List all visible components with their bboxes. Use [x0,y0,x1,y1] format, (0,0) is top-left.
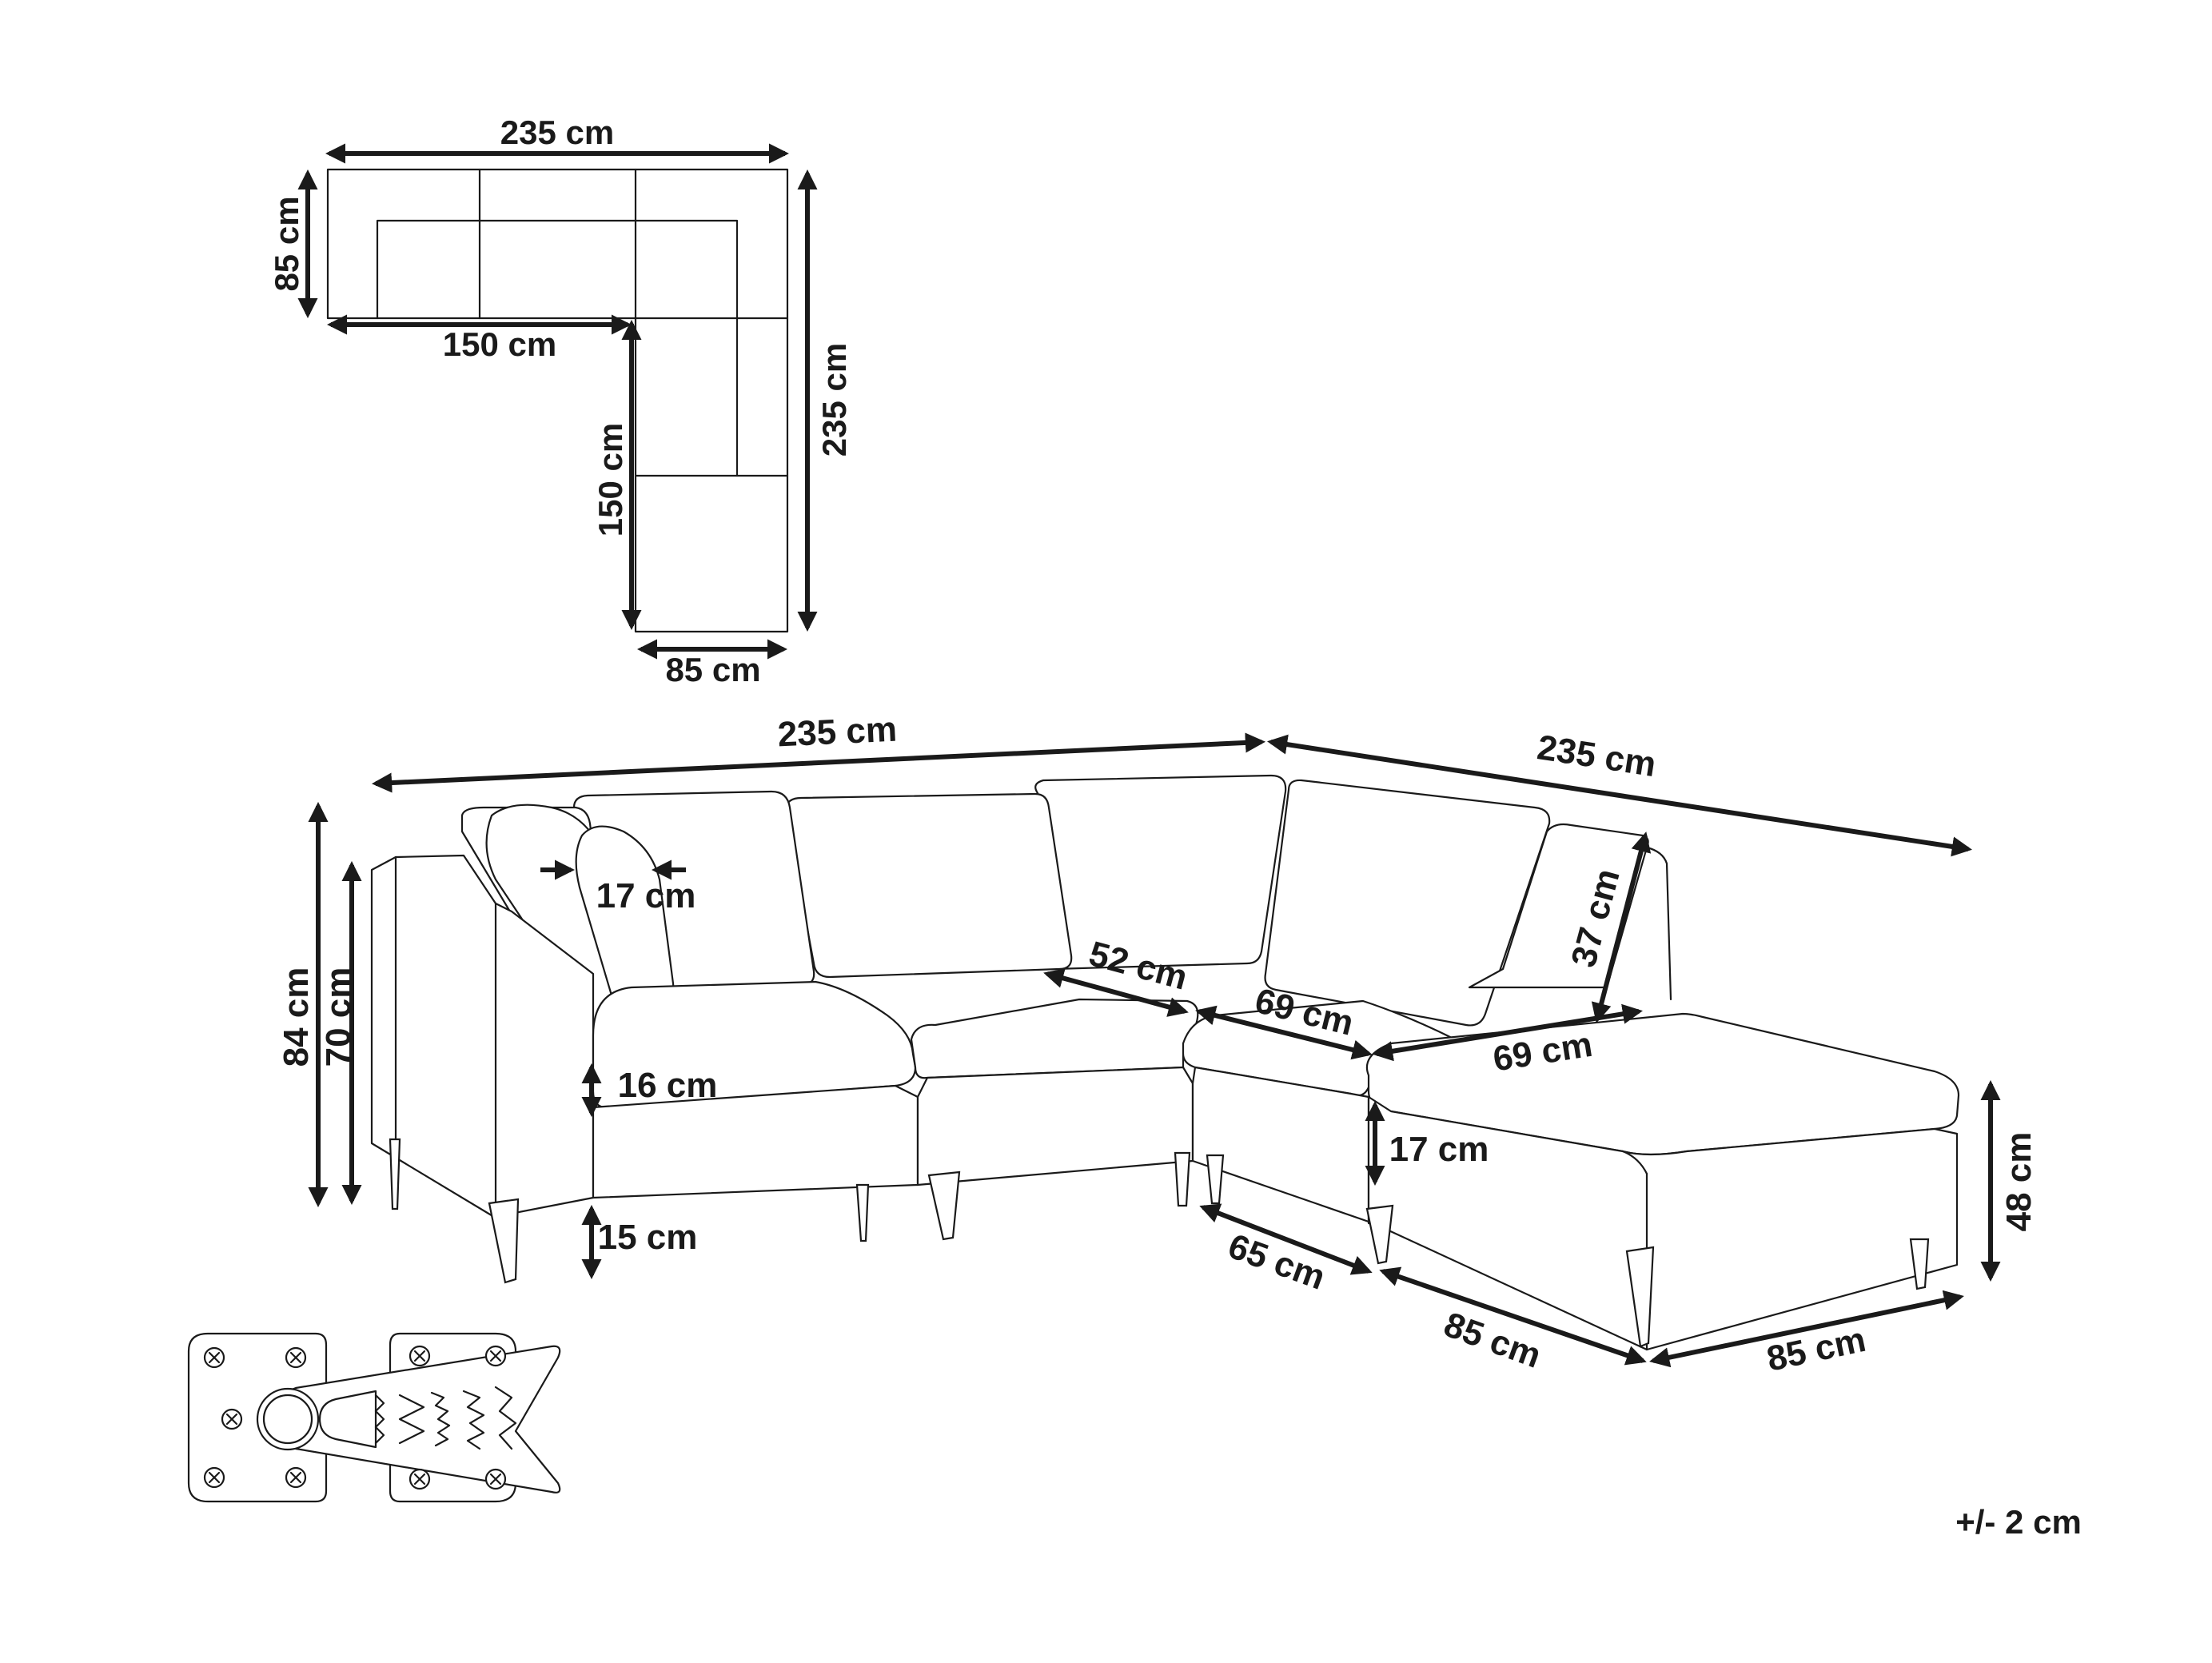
sofa-leg [389,1138,401,1210]
top-view-labels: 235 cm 85 cm 150 cm 235 cm 150 cm 85 cm [268,114,853,688]
sofa-leg [488,1198,520,1284]
connector-bracket-detail [187,1332,561,1503]
screw-icon [203,1345,507,1490]
ottoman-height-label: 48 cm [1999,1132,2039,1232]
sofa-leg [1206,1154,1225,1205]
total-right-label: 235 cm [1535,728,1659,784]
top-depth-bottom-label: 85 cm [665,651,760,688]
sofa-leg [927,1170,961,1241]
top-height-right-label: 235 cm [815,343,853,457]
arm-height-label: 70 cm [319,967,358,1067]
seat-thickness-label: 16 cm [618,1066,718,1105]
sofa-leg [1174,1151,1191,1207]
top-inner-length-label: 150 cm [443,325,556,363]
leg-height-label: 15 cm [598,1218,698,1257]
overall-height-label: 84 cm [277,967,316,1067]
top-inner-height-label: 150 cm [592,423,629,536]
sofa-leg [855,1183,870,1242]
ottoman-width-label: 85 cm [1764,1320,1869,1379]
cushion-thickness-label: 17 cm [596,876,696,915]
ottoman-depth-label: 85 cm [1439,1305,1546,1376]
top-view-dimensions [297,143,818,660]
total-left-label: 235 cm [777,710,898,755]
top-view-plan [326,168,789,633]
sofa-leg [1365,1204,1394,1265]
sofa-leg [1909,1238,1930,1290]
tolerance-note: +/- 2 cm [1955,1503,2082,1541]
top-depth-left-label: 85 cm [268,196,305,291]
ottoman-cushion-label: 17 cm [1389,1130,1489,1169]
sofa-perspective [370,774,1960,1351]
top-width-label: 235 cm [500,114,614,151]
perspective-dimensions [308,732,2001,1368]
